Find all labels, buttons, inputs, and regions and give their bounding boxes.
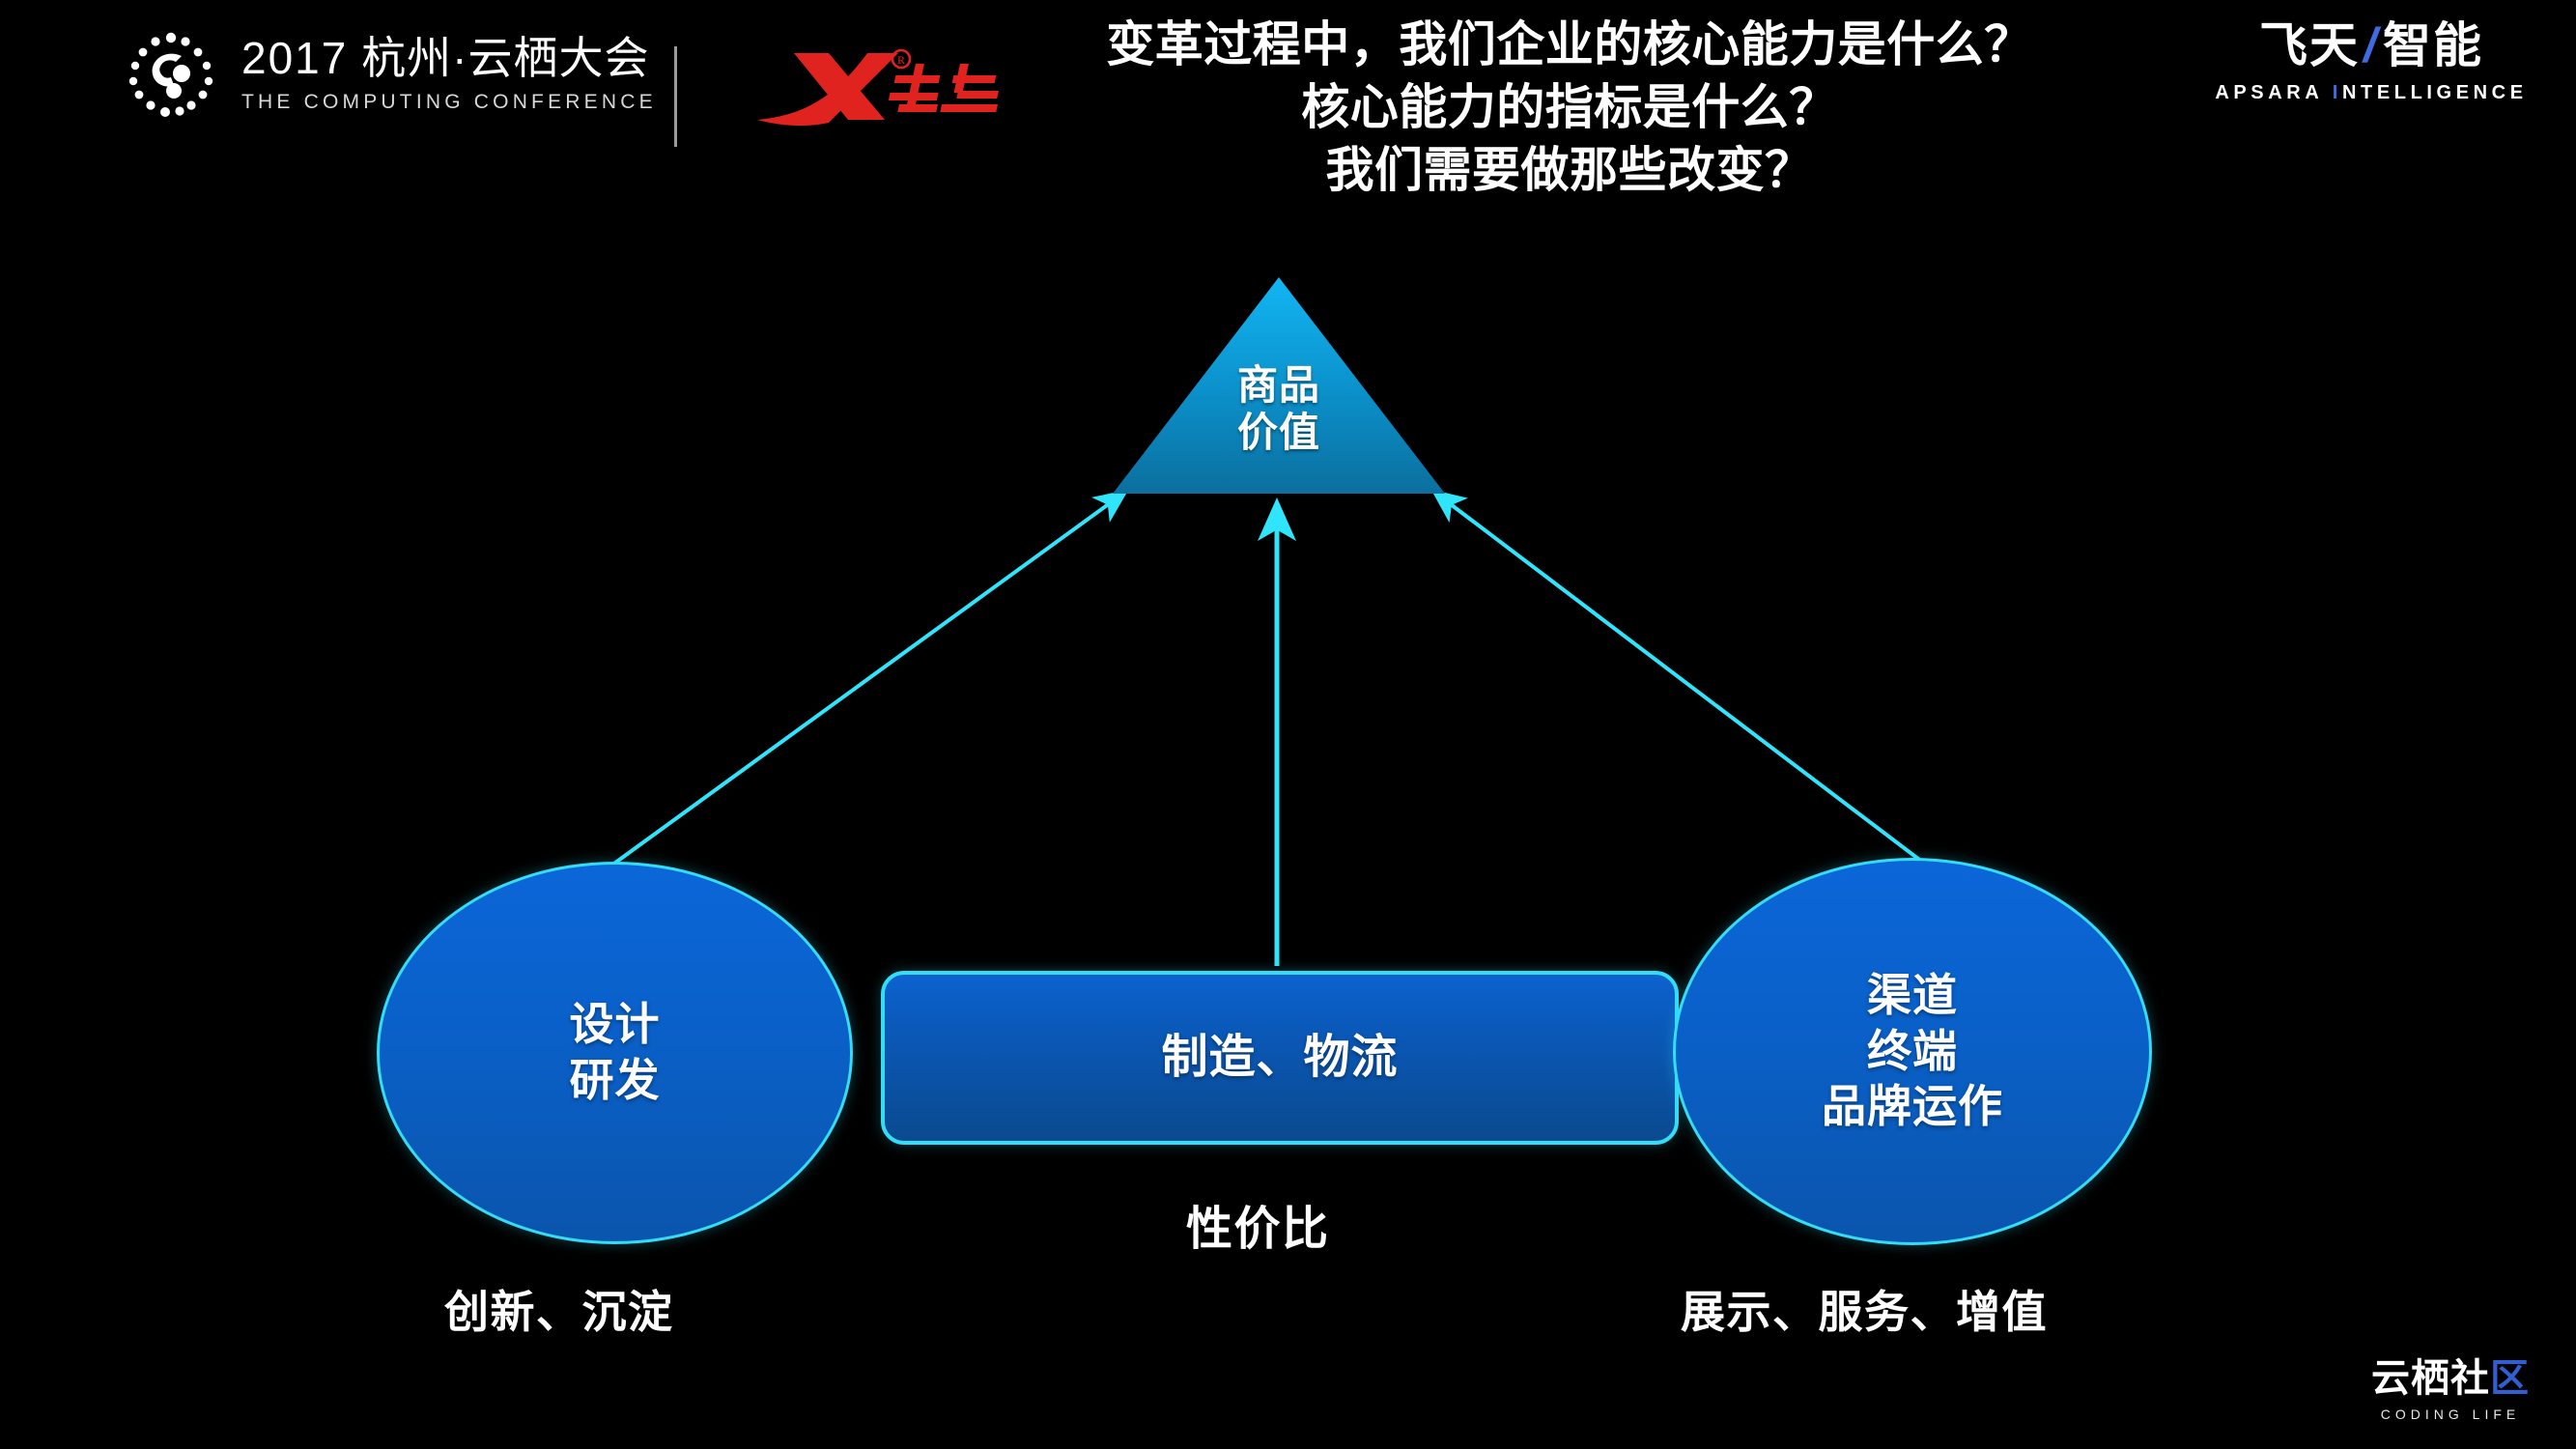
footer-logo-cn: 云栖社区 [2354, 1359, 2547, 1398]
conference-year: 2017 [241, 33, 349, 84]
node-channel-line-3: 品牌运作 [1822, 1081, 2003, 1132]
headline-line-3: 我们需要做那些改变？ [1325, 143, 1814, 197]
svg-text:R: R [897, 53, 905, 67]
conference-subtitle: THE COMPUTING CONFERENCE [241, 90, 657, 113]
connector-design-to-apex [609, 489, 1129, 867]
connector-channel-to-apex [1430, 489, 1924, 864]
conference-logo: 2017 杭州·云栖大会 THE COMPUTING CONFERENCE [126, 29, 657, 120]
slide-headline: 变革过程中，我们企业的核心能力是什么？ 核心能力的指标是什么？ 我们需要做那些改… [947, 14, 2193, 202]
node-design-label: 设计 研发 [570, 997, 661, 1109]
node-manufacturing-logistics[interactable]: 制造、物流 [881, 971, 1679, 1145]
apsara-en-prefix: APSARA [2215, 82, 2333, 103]
conference-wordmark: 2017 杭州·云栖大会 THE COMPUTING CONFERENCE [241, 35, 657, 113]
xtep-brand-logo-icon: R [744, 27, 1024, 133]
apsara-cn-left: 飞天 [2259, 18, 2361, 72]
node-channel-line-1: 渠道 [1867, 969, 1958, 1020]
headline-line-2: 核心能力的指标是什么？ [1301, 80, 1838, 134]
slide-header: 2017 杭州·云栖大会 THE COMPUTING CONFERENCE R [0, 0, 2576, 197]
apex-label-line-1: 商品 [1236, 362, 1320, 408]
caption-design: 创新、沉淀 [444, 1287, 674, 1337]
headline-line-1: 变革过程中，我们企业的核心能力是什么？ [1106, 17, 2033, 71]
apsara-logo-en: APSARA INTELLIGENCE [2197, 82, 2545, 104]
footer-logo-cn-text: 云栖社 [2371, 1357, 2490, 1400]
apsara-en-suffix: NTELLIGENCE [2341, 82, 2528, 103]
dotted-c-logo-icon [126, 29, 216, 120]
caption-manufacturing: 性价比 [1186, 1204, 1330, 1255]
header-divider [674, 46, 677, 147]
caption-channel: 展示、服务、增值 [1681, 1287, 2048, 1337]
apsara-logo-cn: 飞天/智能 [2197, 21, 2545, 70]
apsara-intelligence-logo: 飞天/智能 APSARA INTELLIGENCE [2197, 21, 2545, 104]
node-channel-line-2: 终端 [1867, 1025, 1958, 1076]
node-design-line-2: 研发 [569, 1055, 661, 1105]
footer-logo-chevron: 区 [2490, 1357, 2530, 1400]
apex-label-line-2: 价值 [1236, 409, 1320, 455]
apex-node-label: 商品 价值 [1109, 362, 1449, 456]
apsara-cn-right: 智能 [2382, 18, 2483, 72]
conference-title: 2017 杭州·云栖大会 [241, 35, 657, 81]
node-channel-brand[interactable]: 渠道 终端 品牌运作 [1673, 858, 2152, 1245]
node-manufacturing-label: 制造、物流 [1161, 1031, 1399, 1083]
conference-title-cn: 杭州·云栖大会 [361, 33, 650, 84]
node-design-rnd[interactable]: 设计 研发 [377, 862, 853, 1244]
node-design-line-1: 设计 [569, 999, 661, 1050]
apsara-en-highlight: I [2332, 82, 2342, 103]
yunqi-community-logo-icon: 云栖社区 CODING LIFE [2354, 1359, 2547, 1422]
apsara-slash-icon: / [2364, 18, 2379, 72]
node-channel-label: 渠道 终端 品牌运作 [1822, 968, 2003, 1136]
footer-logo-en: CODING LIFE [2380, 1406, 2521, 1422]
apex-node-product-value: 商品 价值 [1109, 273, 1449, 497]
